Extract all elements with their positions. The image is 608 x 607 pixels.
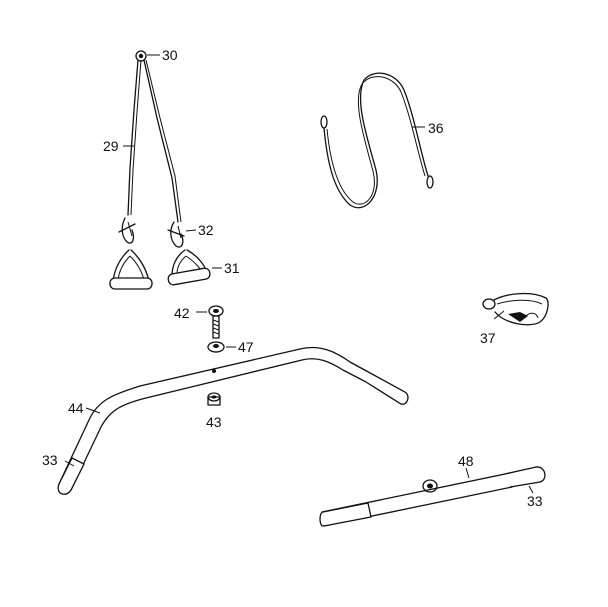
label-48: 48: [458, 453, 474, 469]
strap-part-29: [123, 59, 182, 223]
ring-part-30: [135, 50, 160, 62]
handle-part-31: [109, 249, 222, 290]
label-32: 32: [198, 222, 214, 238]
eye-bolt-part-42: [196, 305, 224, 339]
label-47: 47: [238, 339, 254, 355]
straight-bar-part-48: [319, 466, 546, 527]
lat-bar-part-44: [57, 346, 409, 495]
label-30: 30: [162, 47, 178, 63]
label-43: 43: [206, 414, 222, 430]
callout-labels: 30 29 32 31 36 42 47 43 44 33 37 48 33: [42, 47, 543, 509]
snap-hook-part-32: [118, 217, 197, 248]
cable-part-36: [320, 72, 434, 209]
label-33b: 33: [527, 493, 543, 509]
label-29: 29: [103, 138, 119, 154]
ankle-strap-part-37: [482, 292, 549, 326]
label-37: 37: [480, 330, 496, 346]
label-44: 44: [68, 400, 84, 416]
washer-part-47: [207, 341, 236, 353]
nut-part-43: [207, 392, 221, 406]
label-33a: 33: [42, 452, 58, 468]
label-31: 31: [224, 260, 240, 276]
label-42: 42: [174, 305, 190, 321]
label-36: 36: [428, 120, 444, 136]
